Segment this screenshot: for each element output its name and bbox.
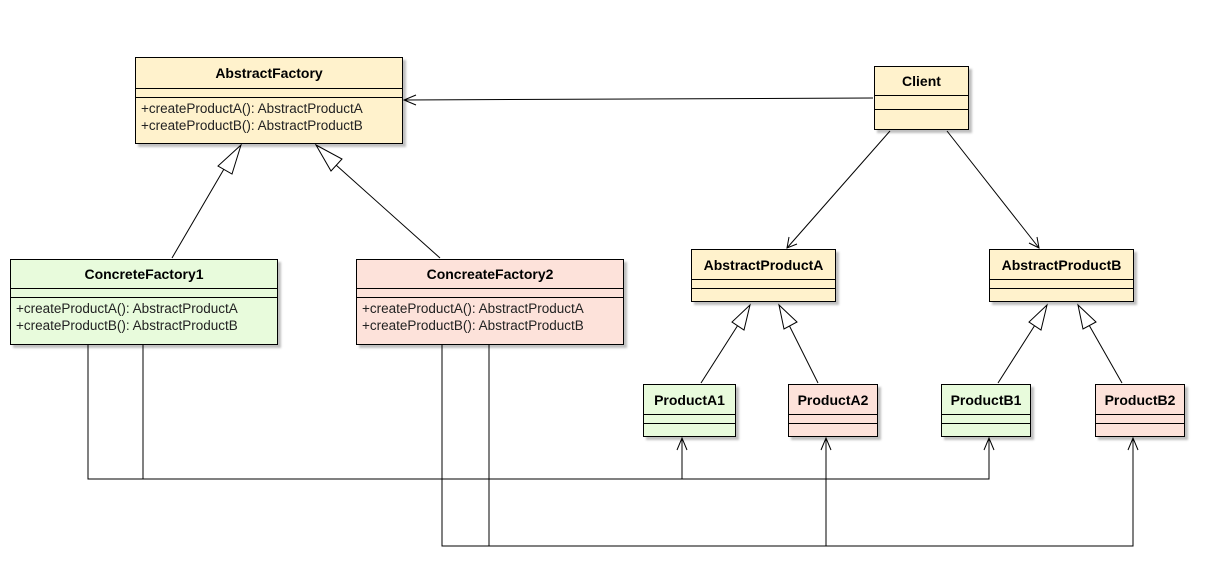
generalization-cf1-abstractfactory (171, 143, 243, 259)
class-name: ProductB1 (942, 385, 1030, 415)
class-product-b1[interactable]: ProductB1 (941, 384, 1031, 437)
class-product-b2[interactable]: ProductB2 (1095, 384, 1185, 437)
class-name: ProductA1 (644, 385, 735, 415)
class-name: ConcreateFactory2 (357, 260, 623, 289)
class-name: Client (875, 67, 968, 96)
class-name: ProductB2 (1096, 385, 1184, 415)
operation: +createProductA(): AbstractProductA (16, 301, 238, 316)
class-concrete-factory-1[interactable]: ConcreteFactory1 +createProductA(): Abst… (10, 259, 278, 345)
class-operations (789, 424, 877, 434)
class-attributes (692, 280, 835, 289)
class-attributes (357, 289, 623, 298)
class-abstract-product-a[interactable]: AbstractProductA (691, 249, 836, 302)
class-attributes (1096, 415, 1184, 424)
class-client[interactable]: Client (874, 66, 969, 130)
class-operations (692, 289, 835, 299)
class-operations (942, 424, 1030, 434)
class-operations (1096, 424, 1184, 434)
generalization-pa1-abstractproducta (700, 303, 751, 384)
class-name: AbstractProductA (692, 250, 835, 280)
generalization-pb1-abstractproductb (997, 303, 1048, 384)
association-client-abstractfactory (402, 94, 874, 106)
class-operations (990, 289, 1133, 299)
class-operations: +createProductA(): AbstractProductA +cre… (136, 98, 402, 134)
generalization-pa2-abstractproducta (778, 303, 819, 384)
class-operations (644, 424, 735, 434)
operation: +createProductB(): AbstractProductB (362, 318, 584, 333)
operation: +createProductB(): AbstractProductB (141, 118, 363, 133)
class-abstract-factory[interactable]: AbstractFactory +createProductA(): Abstr… (135, 57, 403, 144)
class-operations: +createProductA(): AbstractProductA +cre… (357, 298, 623, 334)
operation: +createProductB(): AbstractProductB (16, 318, 238, 333)
class-operations: +createProductA(): AbstractProductA +cre… (11, 298, 277, 334)
association-client-abstractproductb (946, 130, 1040, 249)
class-name: AbstractFactory (136, 58, 402, 89)
generalization-pb2-abstractproductb (1077, 303, 1123, 384)
class-product-a2[interactable]: ProductA2 (788, 384, 878, 437)
class-attributes (990, 280, 1133, 289)
operation: +createProductA(): AbstractProductA (141, 101, 363, 116)
class-attributes (875, 96, 968, 110)
class-attributes (11, 289, 277, 298)
class-attributes (644, 415, 735, 424)
class-name: ConcreteFactory1 (11, 260, 277, 289)
class-abstract-product-b[interactable]: AbstractProductB (989, 249, 1134, 302)
class-attributes (942, 415, 1030, 424)
class-product-a1[interactable]: ProductA1 (643, 384, 736, 437)
generalization-cf2-abstractfactory (314, 143, 441, 259)
class-attributes (136, 89, 402, 98)
dependency-cf2-products (441, 345, 1139, 547)
class-concrete-factory-2[interactable]: ConcreateFactory2 +createProductA(): Abs… (356, 259, 624, 345)
dependency-cf1-products (87, 345, 995, 480)
operation: +createProductA(): AbstractProductA (362, 301, 584, 316)
class-name: AbstractProductB (990, 250, 1133, 280)
class-attributes (789, 415, 877, 424)
class-name: ProductA2 (789, 385, 877, 415)
class-operations (875, 110, 968, 120)
association-client-abstractproducta (786, 130, 891, 249)
